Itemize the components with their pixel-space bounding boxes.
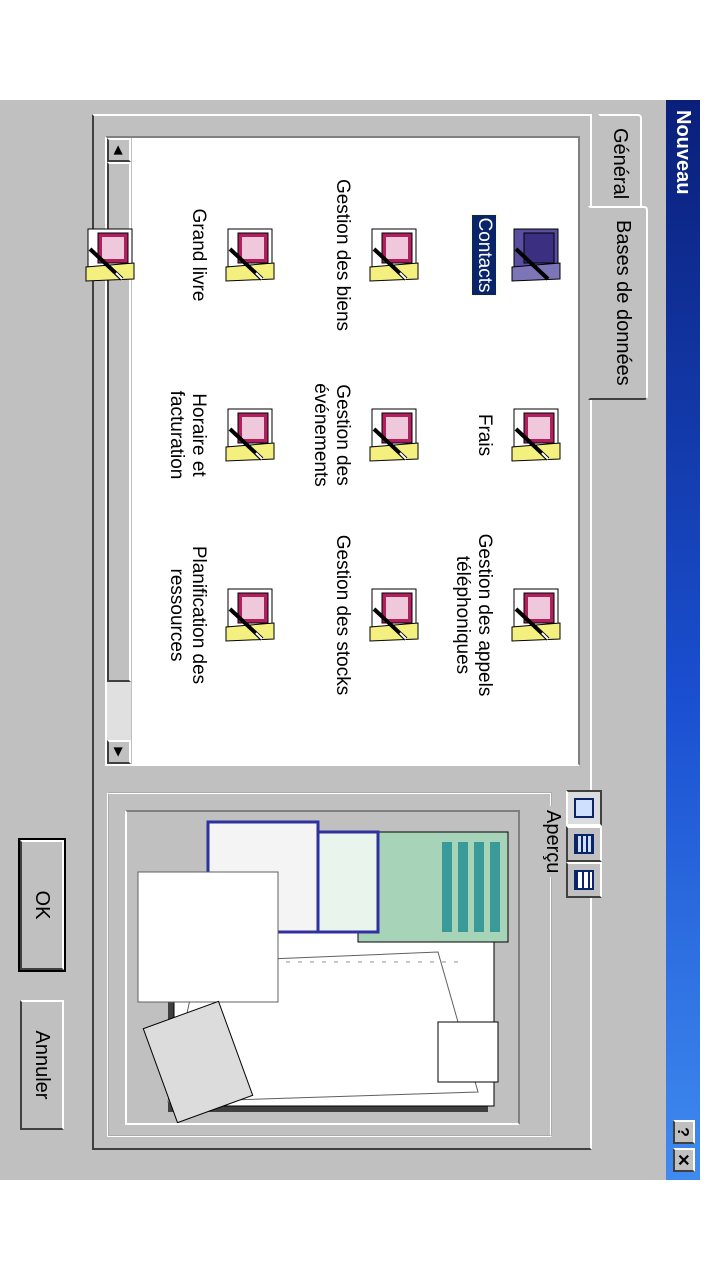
tab-general[interactable]: Général xyxy=(598,114,642,214)
template-item[interactable]: Gestion des événements xyxy=(308,350,426,520)
access-database-wizard-icon xyxy=(362,583,426,647)
access-database-wizard-icon xyxy=(504,583,568,647)
details-view-icon[interactable] xyxy=(566,862,602,898)
template-item[interactable]: Gestion des biens xyxy=(330,170,426,340)
template-label: Gestion des événements xyxy=(310,383,353,487)
template-label: Horaire et facturation xyxy=(166,390,209,480)
template-label: Planification des ressources xyxy=(166,545,209,685)
template-item[interactable]: Grand livre xyxy=(186,170,282,340)
template-label xyxy=(65,252,67,258)
access-database-wizard-icon xyxy=(362,403,426,467)
cancel-button[interactable]: Annuler xyxy=(20,1000,64,1130)
dialog-title: Nouveau xyxy=(672,110,694,195)
template-item[interactable]: Planification des ressources xyxy=(164,530,282,700)
scroll-right-icon[interactable]: ▶ xyxy=(107,740,131,764)
access-database-wizard-icon xyxy=(218,583,282,647)
access-database-wizard-icon xyxy=(504,223,568,287)
template-label: Gestion des stocks xyxy=(332,534,353,696)
template-item[interactable]: Gestion des stocks xyxy=(330,530,426,700)
access-database-wizard-icon xyxy=(218,403,282,467)
ok-button[interactable]: OK xyxy=(19,834,65,976)
template-label: Frais xyxy=(474,413,495,457)
close-button[interactable]: ✕ xyxy=(673,1148,695,1172)
tab-databases[interactable]: Bases de données xyxy=(588,206,648,400)
template-label: Gestion des appels téléphoniques xyxy=(452,533,495,697)
preview-label: Aperçu xyxy=(541,806,564,878)
preview-image xyxy=(125,810,520,1125)
access-database-wizard-icon xyxy=(218,223,282,287)
scroll-left-icon[interactable]: ◀ xyxy=(107,138,131,162)
template-item[interactable] xyxy=(60,170,142,340)
access-database-wizard-icon xyxy=(504,403,568,467)
large-icons-view-icon[interactable] xyxy=(566,790,602,826)
template-item[interactable]: Frais xyxy=(472,350,568,520)
template-item[interactable]: Gestion des appels téléphoniques xyxy=(450,530,568,700)
new-dialog: Nouveau ? ✕ Général Bases de données ◀ ▶… xyxy=(0,100,700,1180)
template-label: Gestion des biens xyxy=(332,178,353,332)
template-label: Grand livre xyxy=(188,208,209,302)
access-database-wizard-icon xyxy=(362,223,426,287)
access-database-wizard-icon xyxy=(78,223,142,287)
title-bar[interactable]: Nouveau ? ✕ xyxy=(666,100,700,1180)
template-item[interactable]: Horaire et facturation xyxy=(164,350,282,520)
list-view-icon[interactable] xyxy=(566,826,602,862)
binder-preview-illustration xyxy=(137,820,509,1124)
template-label: Contacts xyxy=(471,211,497,299)
help-button[interactable]: ? xyxy=(673,1120,695,1144)
template-item[interactable]: Contacts xyxy=(471,170,568,340)
